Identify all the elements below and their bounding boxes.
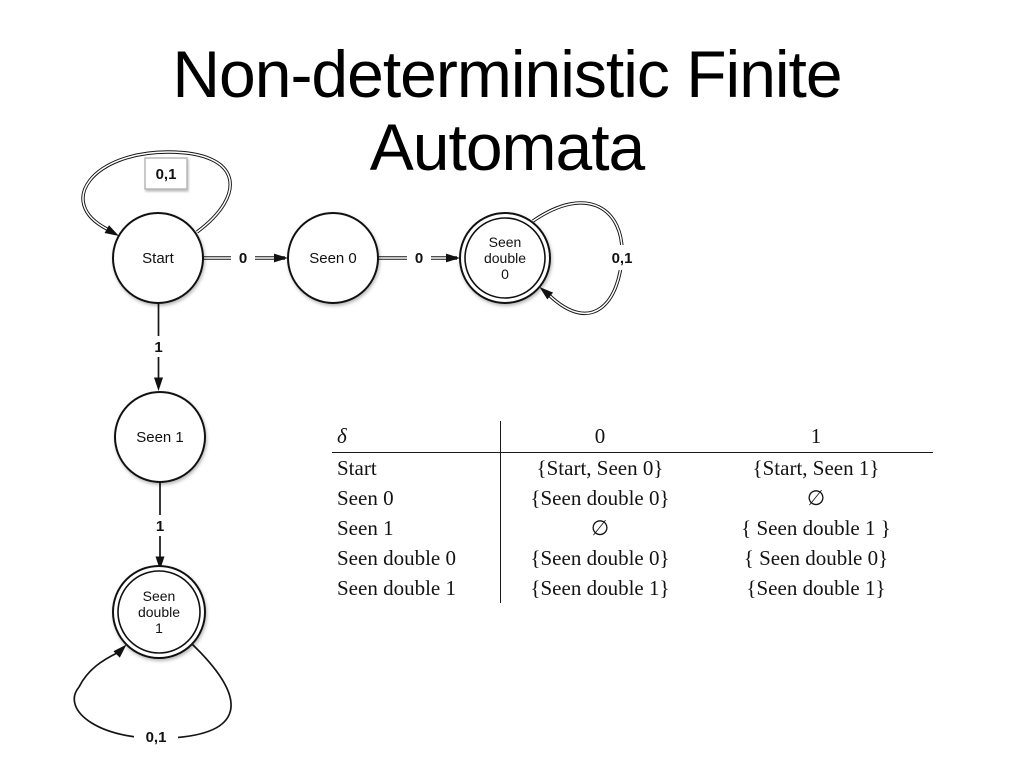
state-label-line: 1 [155,620,163,636]
edge-label-text: 1 [156,518,164,535]
table-row-on1: {Seen double 1} [746,575,886,600]
edge-label-text: 1 [154,339,162,356]
table-row-state: Seen double 0 [332,543,501,573]
edge-seendouble1-self-loop [73,643,232,740]
arrowhead [155,556,165,570]
arrowhead [274,253,288,263]
edge-start-self-loop [81,150,232,236]
table-row-on0: {Seen double 0} [530,485,670,510]
edge-label-text: 0,1 [146,729,167,746]
edge-label-seendouble1-self: 0,1 [134,726,178,748]
arrowhead [154,377,163,391]
state-label-line: double [484,250,526,266]
arrowhead [113,644,127,658]
table-row-on1: {Start, Seen 1} [752,455,880,480]
state-start: Start [112,212,204,304]
edge-label-seen1-seendouble1: 1 [151,515,170,536]
edge-label-text: 0 [415,250,423,267]
state-label-line: double [138,604,180,620]
table-row-on1: { Seen double 0} [743,545,889,570]
slide-title: Non-deterministic Finite Automata [0,38,1014,183]
table-row-on0: {Seen double 0} [530,545,670,570]
table-row-on1: ∅ [806,485,826,510]
edge-label-start-seen1: 1 [149,336,168,357]
slide-title-line1: Non-deterministic Finite [172,37,842,111]
arrowhead [446,253,460,263]
state-seen-double-1: Seen double 1 [112,565,206,659]
table-header-0: 0 [501,421,699,453]
state-seen1: Seen 1 [114,391,206,483]
table-row-on0: {Start, Seen 0} [536,455,664,480]
table-row-state: Seen 0 [332,483,501,513]
table-header-1: 1 [699,421,933,453]
table-header-delta: δ [332,421,501,453]
state-label-line: Seen [489,234,522,250]
state-label: Seen 1 [136,429,184,446]
table-row-on0: {Seen double 1} [530,575,670,600]
edge-label-text: 0 [239,250,247,267]
table-row-state: Seen double 1 [332,573,501,603]
slide-title-line2: Automata [369,109,646,184]
table-row-state: Start [332,453,501,483]
edge-label-seendouble0-self: 0,1 [602,245,643,270]
transition-table: δ 0 1 Start {Start, Seen 0} {Start, Seen… [332,421,933,603]
state-label-line: Seen [143,588,176,604]
state-label: Seen 0 [309,250,357,267]
edge-label-text: 0,1 [612,250,633,267]
edge-label-start-seen0: 0 [231,247,255,268]
table-row-state: Seen 1 [332,513,501,543]
edge-label-start-self: 0,1 [144,157,188,190]
edge-label-seen0-seendouble0: 0 [407,247,431,268]
table-row-on1: { Seen double 1 } [741,515,891,540]
state-seen0: Seen 0 [287,212,379,304]
state-label: Start [142,250,175,267]
state-label-line: 0 [501,266,509,282]
arrowhead [104,225,119,236]
edge-label-text: 0,1 [156,166,177,183]
table-row-on0: ∅ [590,515,610,540]
arrowhead [539,287,554,300]
state-seen-double-0: Seen double 0 [459,212,551,304]
